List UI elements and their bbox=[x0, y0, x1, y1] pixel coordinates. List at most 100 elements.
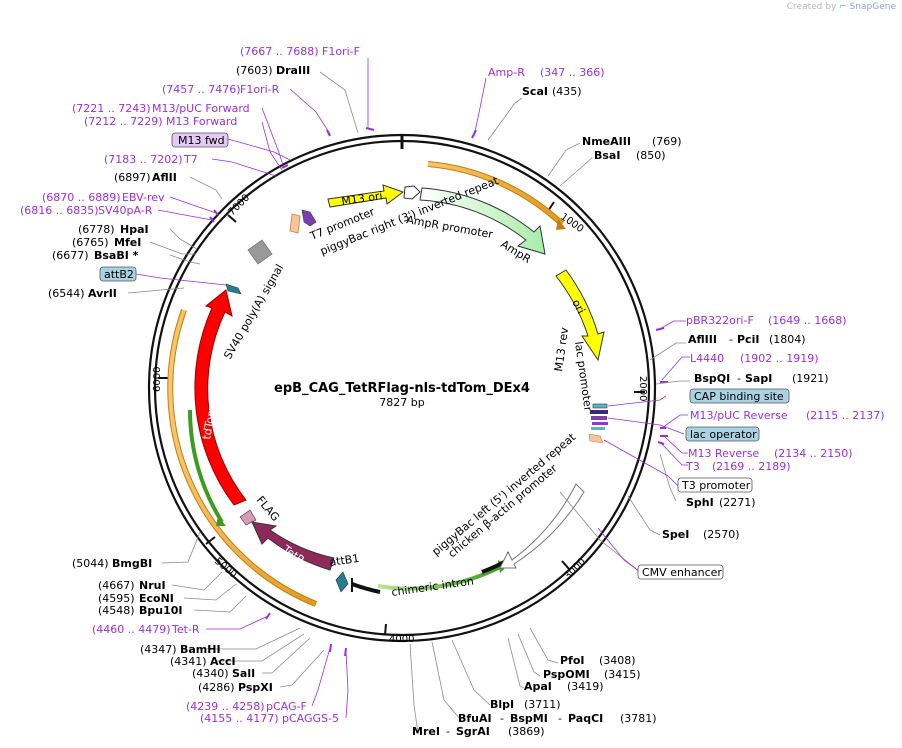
feature-tetr bbox=[251, 521, 335, 571]
site-name-sgrai: SgrAI bbox=[456, 725, 490, 738]
site-pos-econi: (4595) bbox=[98, 592, 135, 605]
site-pos-apai: (3419) bbox=[567, 680, 604, 693]
svg-text:(6870 .. 6889): (6870 .. 6889) bbox=[42, 191, 121, 204]
site-pos-nmeaiii: (769) bbox=[652, 135, 682, 148]
site-name-spei: SpeI bbox=[662, 528, 689, 541]
site-pos-bfuai: (3781) bbox=[620, 712, 657, 725]
site-pos-bspqi: (1921) bbox=[792, 372, 829, 385]
svg-text:(2134 .. 2150): (2134 .. 2150) bbox=[774, 447, 853, 460]
site-name-pspxi: PspXI bbox=[238, 681, 273, 694]
site-pos-afliii: (1804) bbox=[769, 333, 806, 346]
svg-text:F1ori-R: F1ori-R bbox=[240, 83, 280, 96]
site-pos-aflii: (6897) bbox=[114, 171, 151, 184]
feature-label-lac-promoter: lac promoter bbox=[572, 341, 595, 413]
feature-band-green-bottom bbox=[377, 564, 503, 591]
site-name-aflii: AflII bbox=[152, 171, 177, 184]
svg-text:M13/pUC Forward: M13/pUC Forward bbox=[152, 102, 250, 115]
svg-text:(7212 .. 7229): (7212 .. 7229) bbox=[84, 115, 163, 128]
svg-text:lac operator: lac operator bbox=[690, 428, 757, 441]
boxed-labels: M13 fwd attB2 CAP binding site lac opera… bbox=[99, 132, 790, 580]
box-lac-operator bbox=[685, 426, 760, 442]
site-pos-mrei: (3869) bbox=[508, 725, 545, 738]
svg-text:M13/pUC Reverse: M13/pUC Reverse bbox=[690, 409, 788, 422]
site-pos-nrui: (4667) bbox=[98, 579, 135, 592]
site-pos-acci: (4341) bbox=[170, 655, 207, 668]
svg-text:-: - bbox=[737, 372, 741, 385]
site-name-mfei: MfeI bbox=[114, 236, 141, 249]
tick-label-6000: 6000 bbox=[152, 367, 163, 392]
site-name-mrei: MreI bbox=[412, 725, 440, 738]
svg-text:(7183 .. 7202): (7183 .. 7202) bbox=[104, 153, 183, 166]
plasmid-name: epB_CAG_TetRFlag-nls-tdTom_DEx4 bbox=[274, 381, 530, 396]
svg-text:L4440: L4440 bbox=[690, 352, 724, 365]
svg-text:T3 promoter: T3 promoter bbox=[681, 479, 751, 492]
svg-text:pBR322ori-F: pBR322ori-F bbox=[686, 314, 754, 327]
box-cmv-enhancer bbox=[637, 564, 724, 580]
site-name-pcii: PciI bbox=[737, 333, 759, 346]
feature-m13-ori bbox=[327, 184, 405, 208]
svg-text:(4460 .. 4479): (4460 .. 4479) bbox=[92, 623, 171, 636]
feature-label-pb-left: piggyBac left (5') inverted repeat bbox=[430, 430, 579, 558]
site-name-bsai: BsaI bbox=[594, 149, 620, 162]
site-name-nrui: NruI bbox=[139, 579, 166, 592]
site-name-acci: AccI bbox=[210, 655, 236, 668]
svg-text:SV40pA-R: SV40pA-R bbox=[98, 204, 153, 217]
site-name-bamhi: BamHI bbox=[180, 643, 221, 656]
svg-text:Tet-R: Tet-R bbox=[171, 623, 200, 636]
svg-text:(1902 .. 1919): (1902 .. 1919) bbox=[740, 352, 819, 365]
svg-text:(4155 .. 4177): (4155 .. 4177) bbox=[200, 712, 279, 725]
snapgene-credit: Created by ⌐ SnapGene bbox=[787, 2, 896, 12]
site-name-afliii: AflIII bbox=[688, 333, 717, 346]
feature-gray-square bbox=[247, 239, 273, 265]
site-name-scai: ScaI bbox=[522, 85, 548, 98]
feature-tdtomato bbox=[194, 289, 247, 506]
site-pos-bamhi: (4347) bbox=[140, 643, 177, 656]
svg-text:pCAGGS-5: pCAGGS-5 bbox=[282, 712, 339, 725]
svg-text:(1649 .. 1668): (1649 .. 1668) bbox=[768, 314, 847, 327]
site-name-bmgbi: BmgBI bbox=[112, 557, 152, 570]
svg-text:T7: T7 bbox=[183, 153, 198, 166]
svg-text:attB2: attB2 bbox=[104, 268, 134, 281]
feature-label-cba: chicken β-actin promoter bbox=[446, 461, 560, 560]
svg-text:(347 .. 366): (347 .. 366) bbox=[540, 66, 605, 79]
feature-band-green-left bbox=[188, 409, 224, 524]
primer-labels: (7667 .. 7688) F1ori-F (7457 .. 7476) F1… bbox=[20, 45, 885, 725]
svg-text:CAP binding site: CAP binding site bbox=[694, 390, 784, 403]
site-name-sapi: SapI bbox=[745, 372, 772, 385]
svg-text:-: - bbox=[446, 725, 450, 738]
site-pos-bsabi: (6677) bbox=[52, 249, 89, 262]
site-pos-draiii: (7603) bbox=[236, 64, 273, 77]
site-labels-left: (7603) DraIII (6897) AflII (6778) HpaI (… bbox=[48, 64, 310, 694]
feature-label-ori: ori bbox=[569, 297, 587, 316]
feature-attb1-marker bbox=[335, 571, 349, 593]
svg-text:F1ori-F: F1ori-F bbox=[322, 45, 360, 58]
feature-t7-box bbox=[289, 213, 301, 234]
svg-text:(7667 .. 7688): (7667 .. 7688) bbox=[240, 45, 319, 58]
svg-text:-: - bbox=[500, 712, 504, 725]
site-pos-spei: (2570) bbox=[703, 528, 740, 541]
svg-text:-: - bbox=[729, 333, 733, 346]
svg-text:(4239 .. 4258): (4239 .. 4258) bbox=[186, 700, 265, 713]
feature-attb2-marker bbox=[225, 283, 242, 295]
plasmid-size: 7827 bp bbox=[379, 396, 424, 409]
box-t3-promoter bbox=[677, 477, 753, 493]
feature-ampr bbox=[419, 187, 546, 255]
leader-lines-left bbox=[127, 71, 359, 688]
feature-flag-marker bbox=[239, 509, 257, 526]
svg-text:(2115 .. 2137): (2115 .. 2137) bbox=[806, 409, 885, 422]
site-name-paqci: PaqCI bbox=[568, 712, 603, 725]
site-name-avrii: AvrII bbox=[88, 287, 117, 300]
site-pos-sphi: (2271) bbox=[719, 496, 756, 509]
site-pos-avrii: (6544) bbox=[48, 287, 85, 300]
site-name-apai: ApaI bbox=[524, 680, 552, 693]
feature-cba-promoter bbox=[499, 483, 585, 569]
site-name-sali: SalI bbox=[232, 667, 255, 680]
feature-ampr-promoter-arrow bbox=[403, 185, 421, 200]
site-name-econi: EcoNI bbox=[139, 592, 174, 605]
site-name-sphi: SphI bbox=[686, 496, 714, 509]
site-pos-pspxi: (4286) bbox=[198, 681, 235, 694]
leader-lines-right bbox=[409, 97, 690, 734]
site-name-bpu10i: Bpu10I bbox=[139, 604, 183, 617]
feature-ori bbox=[555, 269, 605, 362]
